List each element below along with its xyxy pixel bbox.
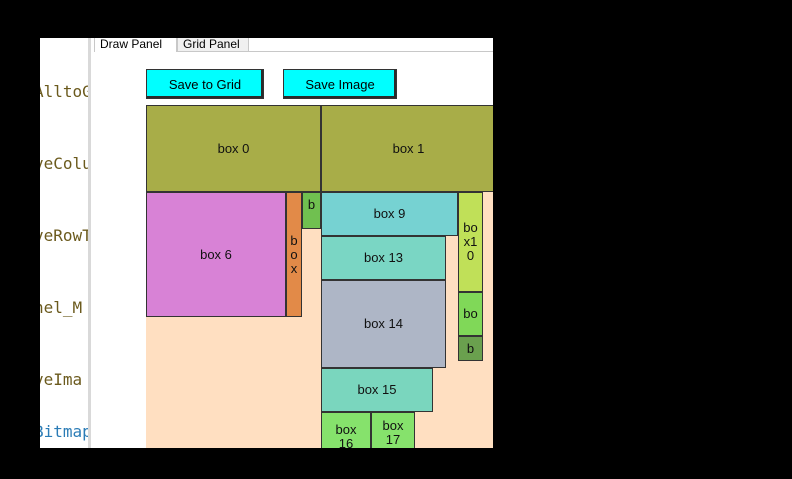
box-label: b <box>307 197 316 212</box>
code-line: Bitmap <box>40 422 92 441</box>
canvas-box: b <box>302 192 321 229</box>
window-border <box>88 38 91 448</box>
box-label: b <box>466 340 475 356</box>
canvas-box: box 17 <box>371 412 415 448</box>
save-to-grid-button[interactable]: Save to Grid <box>146 69 264 99</box>
tab-grid-panel[interactable]: Grid Panel <box>177 38 249 52</box>
box-label: box 16 <box>335 422 357 449</box>
canvas-box: bo <box>458 292 483 336</box>
box-label: box 15 <box>357 382 397 397</box>
canvas-box: box 13 <box>321 236 446 280</box>
canvas-box: box10 <box>458 192 483 292</box>
canvas-box: box 6 <box>146 192 286 317</box>
box-label: box10 <box>463 220 478 263</box>
box-label: box 1 <box>392 140 425 156</box>
tab-draw-panel[interactable]: Draw Panel <box>94 38 177 52</box>
canvas-box: box 16 <box>321 412 371 448</box>
box-label: box <box>290 232 298 276</box>
box-label: box 13 <box>363 250 404 265</box>
canvas-box: box 14 <box>321 280 446 368</box>
box-label: box 14 <box>363 316 404 331</box>
box-label: box 6 <box>200 246 232 262</box>
app-window: Draw Panel Grid Panel Save to Grid Save … <box>88 38 493 448</box>
box-label: bo <box>463 306 478 321</box>
code-line: nel_M <box>40 298 83 317</box>
draw-canvas[interactable]: box 0 box 1 box 6 box b box 9 box10 box … <box>146 105 493 448</box>
canvas-box: box 9 <box>321 192 458 236</box>
canvas-box: b <box>458 336 483 361</box>
canvas-box: box <box>286 192 302 317</box>
canvas-box: box 15 <box>321 368 433 412</box>
tab-strip-divider <box>249 51 493 52</box>
box-label: box 17 <box>382 418 404 447</box>
canvas-box: box 1 <box>321 105 493 192</box>
tab-strip: Draw Panel Grid Panel <box>88 38 493 53</box>
save-image-button[interactable]: Save Image <box>283 69 397 99</box>
code-line: veRowT <box>40 226 92 245</box>
canvas-box: box 0 <box>146 105 321 192</box>
box-label: box 9 <box>373 206 406 221</box>
code-line: AlltoG <box>40 82 92 101</box>
box-label: box 0 <box>217 140 250 156</box>
code-line: veColu <box>40 154 92 173</box>
